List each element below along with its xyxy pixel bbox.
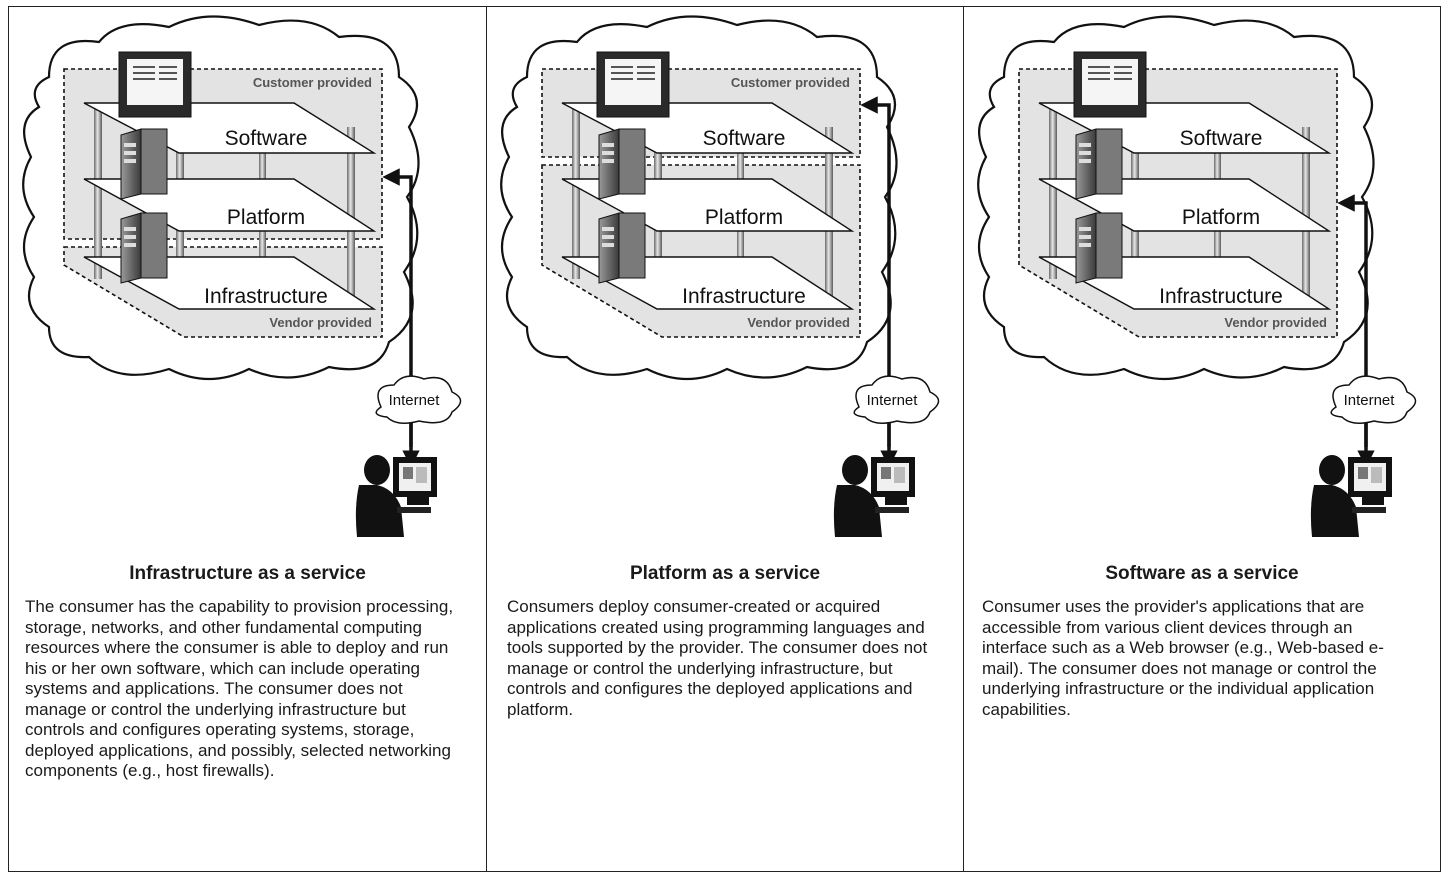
application-window-icon	[596, 51, 670, 118]
vendor-provided-label: Vendor provided	[269, 315, 372, 330]
customer-provided-label: Customer provided	[253, 75, 372, 90]
paas-diagram: Customer provided Software Platform Infr…	[500, 15, 940, 537]
panel-description: Consumer uses the provider's application…	[982, 597, 1384, 719]
infrastructure-label: Infrastructure	[204, 285, 328, 308]
customer-provided-label: Customer provided	[731, 75, 850, 90]
panel-description: The consumer has the capability to provi…	[25, 597, 454, 780]
infrastructure-label: Infrastructure	[682, 285, 806, 308]
panel-iaas: Customer provided Software Platform Infr…	[9, 7, 486, 871]
server-icon	[598, 212, 646, 284]
diagram-frame: Customer provided Software Platform Infr…	[8, 6, 1441, 872]
software-label: Software	[225, 127, 308, 150]
panel-title: Software as a service	[1105, 563, 1299, 584]
user-at-computer-icon	[355, 455, 437, 537]
vendor-provided-label: Vendor provided	[747, 315, 850, 330]
internet-label: Internet	[867, 392, 919, 409]
panel-title: Platform as a service	[629, 563, 821, 584]
internet-cloud: Internet	[1330, 375, 1417, 424]
user-at-computer-icon	[1310, 455, 1392, 537]
server-icon	[120, 128, 168, 200]
platform-label: Platform	[1182, 206, 1260, 229]
server-icon	[1075, 128, 1123, 200]
saas-diagram: Software Platform Infrastructure Vendor …	[977, 15, 1417, 537]
panel-description: Consumers deploy consumer-created or acq…	[507, 597, 928, 719]
server-icon	[1075, 212, 1123, 284]
panel-paas: Customer provided Software Platform Infr…	[486, 7, 963, 871]
internet-label: Internet	[1344, 392, 1396, 409]
iaas-diagram: Customer provided Software Platform Infr…	[22, 15, 462, 537]
software-label: Software	[703, 127, 786, 150]
application-window-icon	[118, 51, 192, 118]
server-icon	[120, 212, 168, 284]
internet-cloud: Internet	[853, 375, 940, 424]
user-at-computer-icon	[833, 455, 915, 537]
panel-title: Infrastructure as a service	[129, 563, 366, 584]
application-window-icon	[1073, 51, 1147, 118]
platform-label: Platform	[705, 206, 783, 229]
vendor-provided-label: Vendor provided	[1224, 315, 1327, 330]
panel-saas: Software Platform Infrastructure Vendor …	[963, 7, 1440, 871]
server-icon	[598, 128, 646, 200]
software-label: Software	[1180, 127, 1263, 150]
internet-cloud: Internet	[375, 375, 462, 424]
platform-label: Platform	[227, 206, 305, 229]
internet-label: Internet	[389, 392, 441, 409]
infrastructure-label: Infrastructure	[1159, 285, 1283, 308]
